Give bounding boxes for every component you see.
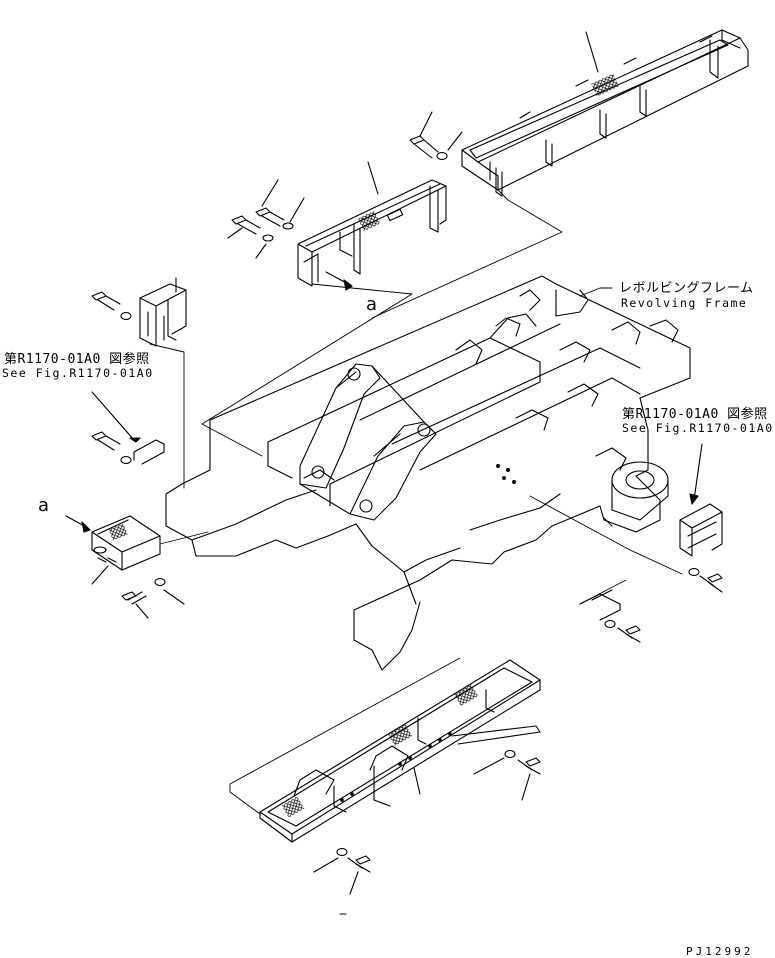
left-step-box-leader bbox=[160, 532, 208, 544]
left-bracket bbox=[92, 278, 186, 346]
revolving-frame-label-jp: レボルビングフレーム bbox=[619, 281, 754, 296]
upper-small-leader bbox=[202, 284, 412, 456]
see-fig-right-jp: 第R1170-01A0 図参照 bbox=[622, 407, 768, 422]
right-bracket bbox=[680, 444, 722, 592]
reference-a-upper: a bbox=[366, 294, 378, 315]
right-clip-leader bbox=[580, 580, 626, 604]
see-fig-left-jp: 第R1170-01A0 図参照 bbox=[4, 352, 150, 367]
left-step-box-bolt bbox=[122, 579, 184, 619]
right-clip bbox=[580, 590, 640, 642]
upper-right-leader bbox=[372, 190, 562, 318]
upper-right-bolt-washer bbox=[410, 112, 462, 160]
reference-a-left: a bbox=[38, 495, 50, 516]
left-clip bbox=[92, 392, 164, 464]
bottom-cover-leader bbox=[230, 658, 460, 814]
bottom-cover-bolts bbox=[314, 751, 540, 915]
upper-small-cover-bolts bbox=[228, 180, 304, 258]
left-step-box bbox=[66, 516, 160, 584]
left-bracket-leader bbox=[150, 344, 184, 488]
see-fig-right-en: See Fig.R1170-01A0 bbox=[622, 421, 774, 435]
right-bracket-leader bbox=[530, 496, 682, 574]
bottom-long-cover bbox=[260, 660, 540, 842]
drawing-code: PJ12992 bbox=[686, 945, 754, 958]
revolving-frame-label-leader bbox=[580, 288, 612, 296]
revolving-frame-label-en: Revolving Frame bbox=[621, 296, 748, 310]
see-fig-left-en: See Fig.R1170-01A0 bbox=[2, 366, 154, 380]
revolving-frame bbox=[166, 276, 690, 670]
upper-right-long-cover bbox=[462, 30, 748, 196]
upper-small-cover bbox=[298, 162, 446, 286]
